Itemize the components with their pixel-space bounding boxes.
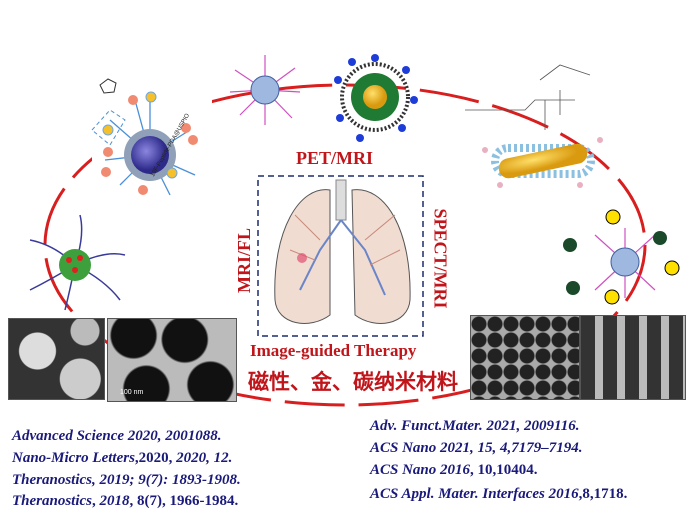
radiolabeled-nanoparticle-illustration — [563, 209, 680, 305]
tem-image-spheres: 100 nm — [107, 318, 237, 402]
citation-segment: 2020, 12. — [176, 450, 233, 466]
reference-citation: ACS Nano 2016, 10,10404. — [370, 462, 538, 479]
citation-segment: ACS Appl. Mater. Interfaces 2016 — [370, 486, 579, 502]
citation-segment: , 10,10404. — [470, 462, 538, 478]
micelle-nanoparticle-illustration — [29, 214, 126, 311]
reference-citation: Theranostics, 2019; 9(7): 1893-1908. — [12, 472, 241, 489]
reference-citation: Advanced Science 2020, 2001088. — [12, 428, 222, 445]
reference-citation: ACS Nano 2021, 15, 4,7179–7194. — [370, 440, 583, 457]
citation-segment: Nano-Micro Letters — [12, 450, 135, 466]
citation-segment: Adv. Funct.Mater. 2021, 2009116. — [370, 418, 580, 434]
peg-nanoparticle-illustration — [229, 55, 301, 125]
citation-segment: 2018 — [99, 493, 130, 509]
reference-citation: Adv. Funct.Mater. 2021, 2009116. — [370, 418, 579, 435]
citation-segment: Theranostics — [12, 493, 93, 509]
citation-segment: , — [92, 493, 100, 509]
gold-core-nanoparticle-illustration — [334, 54, 418, 142]
reference-citation: Theranostics, 2018, 8(7), 1966-1984. — [12, 493, 238, 510]
therapy-dashed-box — [257, 175, 424, 337]
sem-image-spheres — [8, 318, 105, 400]
citation-segment: ,8,1718. — [578, 486, 628, 502]
citation-segment: ACS Nano 2016 — [370, 462, 471, 478]
materials-label: 磁性、金、碳纳米材料 — [248, 370, 458, 394]
citation-segment: Advanced Science 2020, 2001088. — [12, 428, 222, 444]
reference-citation: Nano-Micro Letters,2020, 2020, 12. — [12, 450, 232, 467]
citation-segment: ,2020, — [134, 450, 177, 466]
tem-image-nanoparticles — [470, 315, 580, 400]
spect-mri-label: SPECT/MRI — [430, 208, 451, 309]
connecting-ring — [43, 83, 647, 407]
uspio-nanoparticle-illustration — [91, 60, 212, 210]
reference-citation: ACS Appl. Mater. Interfaces 2016,8,1718. — [370, 486, 627, 503]
tem-image-nanorods — [580, 315, 686, 400]
mri-fl-label: MRI/FL — [234, 228, 254, 293]
citation-segment: , 8(7), 1966-1984. — [129, 493, 239, 509]
scale-bar-label: 100 nm — [120, 389, 144, 396]
lungs-illustration — [274, 179, 411, 324]
citation-segment: ACS Nano 2021, 15, 4,7179–7194. — [370, 440, 583, 456]
citation-segment: Theranostics, 2019; 9(7): 1893-1908. — [12, 472, 241, 488]
gold-nanorod-illustration — [465, 64, 603, 188]
pet-mri-label: PET/MRI — [296, 148, 374, 168]
image-guided-therapy-label: Image-guided Therapy — [250, 341, 417, 360]
